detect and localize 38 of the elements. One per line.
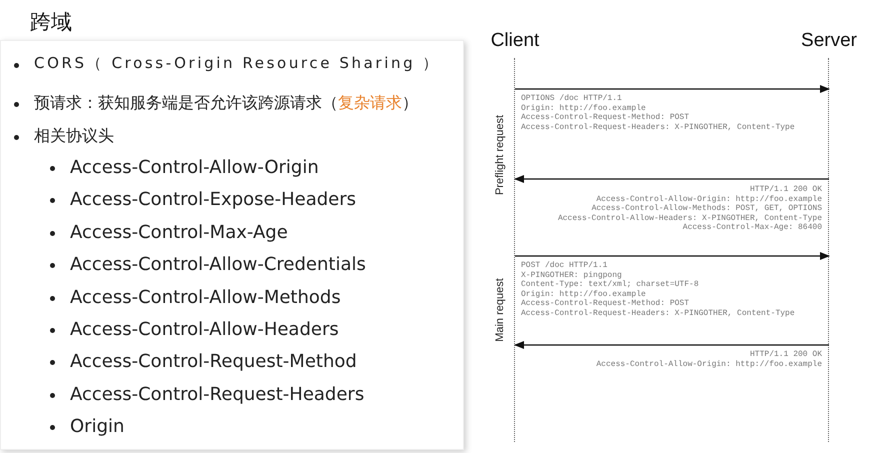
phase-label: Preflight request [494, 114, 506, 196]
list-item: Access-Control-Request-Headers [70, 384, 364, 405]
message-arrow [514, 341, 829, 349]
message-text: Access-Control-Allow-Origin: http://foo.example [596, 360, 822, 369]
list-item: CORS（ Cross-Origin Resource Sharing ） [34, 54, 440, 73]
phase-label: Main request [494, 278, 506, 342]
list-item: Access-Control-Allow-Credentials [70, 254, 366, 276]
message-text: Origin: http://foo.example [521, 104, 646, 113]
message-text: POST /doc HTTP/1.1 [521, 261, 608, 270]
message-text: Access-Control-Request-Method: POST [521, 113, 690, 122]
participant-label: Server [801, 30, 857, 52]
message-text: Access-Control-Request-Method: POST [521, 299, 690, 308]
message-text: OPTIONS /doc HTTP/1.1 [521, 94, 622, 103]
message-arrow [515, 85, 830, 93]
message-text: Access-Control-Request-Headers: X-PINGOTHER, Content-Type [521, 122, 795, 132]
message-text: HTTP/1.1 200 OK [750, 350, 822, 359]
message-text: HTTP/1.1 200 OK [750, 185, 822, 194]
message-text: Access-Control-Max-Age: 86400 [682, 223, 822, 232]
message-arrow [515, 252, 830, 260]
list-item: Access-Control-Expose-Headers [70, 189, 356, 210]
participant-label: Client [490, 30, 540, 52]
list-item: Origin [70, 416, 124, 438]
message-text: Access-Control-Allow-Origin: http://foo.example [596, 194, 822, 204]
list-item: Access-Control-Max-Age [70, 222, 288, 243]
message-text: Access-Control-Allow-Methods: POST, GET, OPTIONS [592, 204, 822, 214]
list-item: 预请求：获知服务端是否允许该跨源请求（复杂请求） [34, 93, 418, 114]
list-item: Access-Control-Allow-Origin [70, 157, 319, 178]
message-arrow [514, 175, 829, 183]
message-text: X-PINGOTHER: pingpong [521, 270, 622, 280]
message-text: Origin: http://foo.example [521, 290, 646, 299]
slide-title: 跨域 [30, 9, 72, 36]
list-item: Access-Control-Allow-Methods [70, 286, 341, 308]
list-item: Access-Control-Allow-Headers [70, 319, 339, 340]
message-text: Access-Control-Request-Headers: X-PINGOTHER, Content-Type [521, 309, 795, 318]
message-text: Content-Type: text/xml; charset=UTF-8 [521, 280, 699, 290]
list-item: 相关协议头 [34, 126, 114, 147]
list-item: Access-Control-Request-Method [70, 351, 357, 372]
message-text: Access-Control-Allow-Headers: X-PINGOTHER, Content-Type [558, 214, 822, 223]
